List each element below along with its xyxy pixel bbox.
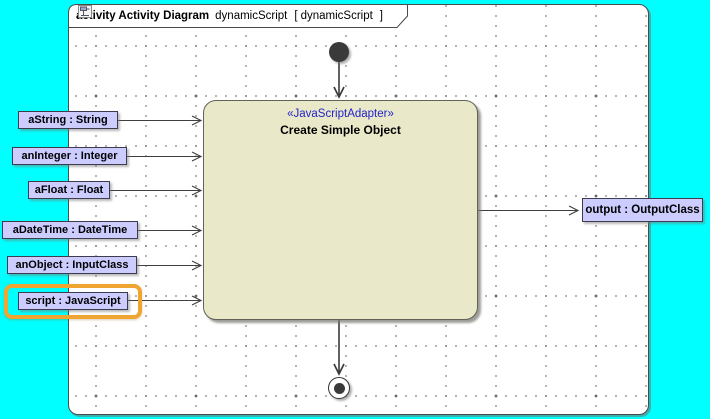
input-pin-script[interactable]: script : JavaScript (18, 292, 128, 310)
initial-node[interactable] (329, 42, 349, 62)
action-name: Create Simple Object (280, 123, 401, 137)
final-node-dot (333, 382, 345, 394)
output-pin-output[interactable]: output : OutputClass (582, 198, 703, 222)
bracket-close: ] (379, 9, 383, 22)
bracket-open: [ (294, 9, 298, 22)
context-name: dynamicScript (300, 9, 373, 22)
activity-diagram-icon (78, 5, 92, 18)
input-pin-afloat[interactable]: aFloat : Float (28, 181, 110, 199)
action-create-simple-object[interactable]: «JavaScriptAdapter» Create Simple Object (203, 100, 478, 320)
selection-highlight (4, 284, 142, 319)
input-pin-anobject[interactable]: anObject : InputClass (7, 256, 137, 274)
input-pin-astring[interactable]: aString : String (18, 111, 118, 129)
frame-header-shape (68, 4, 408, 28)
action-stereotype: «JavaScriptAdapter» (287, 108, 394, 120)
input-pin-adatetime[interactable]: aDateTime : DateTime (2, 221, 138, 239)
input-pin-aninteger[interactable]: anInteger : Integer (12, 147, 127, 165)
activity-final-node[interactable] (328, 377, 350, 399)
diagram-name: dynamicScript (215, 9, 288, 22)
frame-header-text: activity Activity Diagram dynamicScript … (76, 4, 406, 27)
frame-header[interactable]: activity Activity Diagram dynamicScript … (68, 4, 408, 28)
frame-kind-label: activity Activity Diagram (76, 9, 210, 22)
